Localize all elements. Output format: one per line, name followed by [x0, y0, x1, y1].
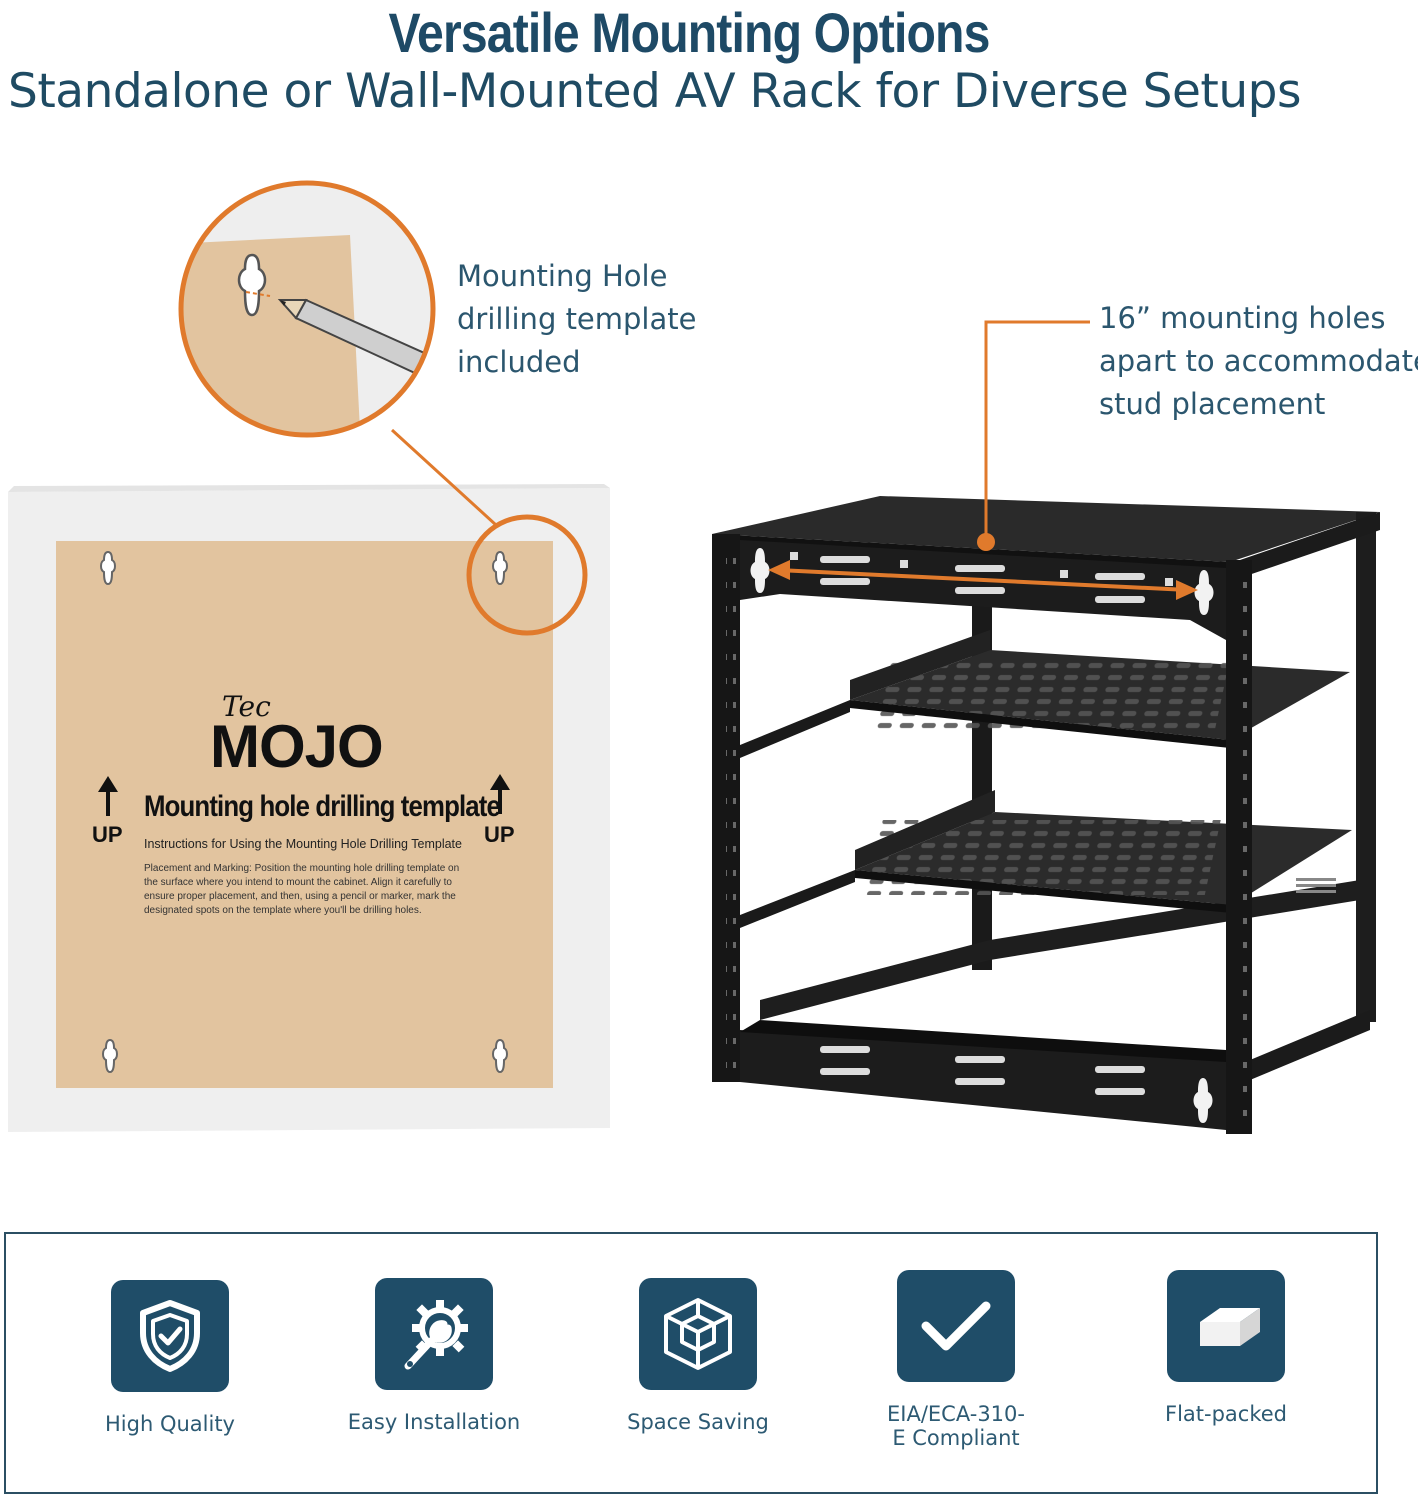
feature-label: Flat-packed [1164, 1402, 1287, 1426]
cube-icon [639, 1278, 757, 1390]
template-up-right: UP [484, 822, 515, 847]
feature-eia-compliant: EIA/ECA-310-E Compliant [846, 1270, 1066, 1450]
template-instructions-title: Instructions for Using the Mounting Hole… [144, 837, 462, 851]
zoom-bubble [178, 180, 436, 438]
feature-label: EIA/ECA-310-E Compliant [887, 1402, 1025, 1450]
template-instructions-body: Placement and Marking: Position the moun… [144, 863, 460, 916]
template-heading: Mounting hole drilling template [144, 790, 501, 823]
checkmark-icon [897, 1270, 1015, 1382]
feature-high-quality: High Quality [60, 1280, 280, 1436]
shield-check-icon [111, 1280, 229, 1392]
feature-space-saving: Space Saving [588, 1278, 808, 1434]
wrench-gear-icon [375, 1278, 493, 1390]
spacing-callout: 16” mounting holes apart to accommodate … [1099, 301, 1418, 421]
template-brand-small: Tec [222, 690, 271, 723]
highlight-ring [466, 514, 588, 636]
feature-flat-packed: Flat-packed [1116, 1270, 1336, 1426]
feature-easy-installation: Easy Installation [324, 1278, 544, 1434]
feature-label: Easy Installation [347, 1410, 521, 1434]
feature-label: Space Saving [627, 1410, 769, 1434]
page-subtitle: Standalone or Wall-Mounted AV Rack for D… [8, 64, 1301, 119]
template-callout: Mounting Hole drilling template included [457, 259, 697, 379]
feature-label: High Quality [105, 1412, 235, 1436]
page-title: Versatile Mounting Options [388, 1, 990, 64]
template-brand-logo: MOJO [210, 713, 384, 780]
flat-box-icon [1167, 1270, 1285, 1382]
features-panel: High Quality [4, 1232, 1378, 1494]
measurement-annotation [768, 320, 1198, 600]
template-up-left: UP [92, 822, 123, 847]
av-rack-illustration [712, 496, 1380, 1134]
drilling-template-card [8, 484, 610, 1132]
